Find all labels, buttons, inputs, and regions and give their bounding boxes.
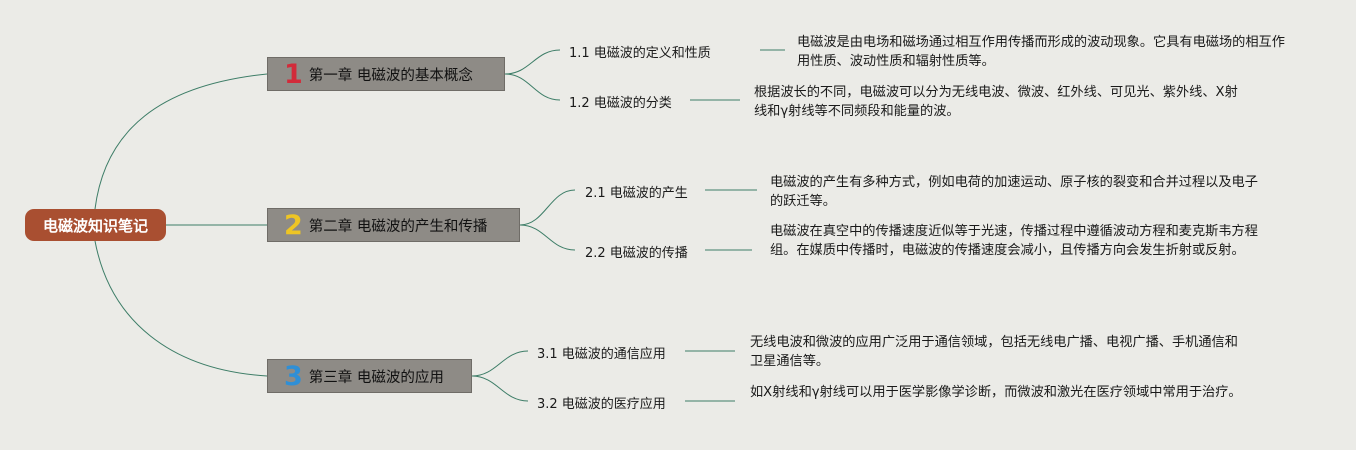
chapter-1-node[interactable]: 1 第一章 电磁波的基本概念 bbox=[267, 57, 505, 91]
section-1-2[interactable]: 1.2 电磁波的分类 bbox=[569, 96, 672, 111]
section-2-2[interactable]: 2.2 电磁波的传播 bbox=[585, 246, 688, 261]
root-topic-label: 电磁波知识笔记 bbox=[42, 216, 148, 235]
connector-ch1-s2 bbox=[504, 73, 561, 101]
connector-root-ch1 bbox=[94, 73, 268, 210]
section-2-1[interactable]: 2.1 电磁波的产生 bbox=[585, 186, 688, 201]
root-topic[interactable]: 电磁波知识笔记 bbox=[25, 209, 166, 241]
chapter-3-node[interactable]: 3 第三章 电磁波的应用 bbox=[267, 359, 472, 393]
section-3-2-desc: 如X射线和γ射线可以用于医学影像学诊断，而微波和激光在医疗领域中常用于治疗。 bbox=[750, 385, 1242, 400]
number-1-icon: 1 bbox=[284, 58, 303, 90]
section-3-1-desc: 无线电波和微波的应用广泛用于通信领域，包括无线电广播、电视广播、手机通信和卫星通… bbox=[750, 335, 1238, 369]
section-1-2-desc: 根据波长的不同，电磁波可以分为无线电波、微波、红外线、可见光、紫外线、X射线和γ… bbox=[754, 85, 1238, 119]
number-2-icon: 2 bbox=[284, 209, 303, 241]
section-1-1-desc: 电磁波是由电场和磁场通过相互作用传播而形成的波动现象。它具有电磁场的相互作用性质… bbox=[797, 35, 1285, 69]
connector-ch3-s1 bbox=[471, 350, 529, 377]
number-3-icon: 3 bbox=[284, 360, 303, 392]
section-2-2-desc: 电磁波在真空中的传播速度近似等于光速，传播过程中遵循波动方程和麦克斯韦方程组。在… bbox=[770, 224, 1258, 258]
connector-root-ch3 bbox=[94, 240, 268, 377]
section-2-1-desc: 电磁波的产生有多种方式，例如电荷的加速运动、原子核的裂变和合并过程以及电子的跃迁… bbox=[770, 175, 1258, 209]
chapter-3-title: 第三章 电磁波的应用 bbox=[308, 369, 444, 386]
connector-ch2-s2 bbox=[519, 224, 576, 251]
section-3-1[interactable]: 3.1 电磁波的通信应用 bbox=[537, 347, 666, 362]
chapter-2-title: 第二章 电磁波的产生和传播 bbox=[308, 218, 488, 235]
section-3-2[interactable]: 3.2 电磁波的医疗应用 bbox=[537, 397, 666, 412]
connector-ch3-s2 bbox=[471, 375, 529, 402]
connector-ch1-s1 bbox=[504, 49, 561, 75]
connector-ch2-s1 bbox=[519, 189, 576, 226]
chapter-2-node[interactable]: 2 第二章 电磁波的产生和传播 bbox=[267, 208, 520, 242]
chapter-1-title: 第一章 电磁波的基本概念 bbox=[308, 67, 473, 84]
section-1-1[interactable]: 1.1 电磁波的定义和性质 bbox=[569, 46, 711, 61]
